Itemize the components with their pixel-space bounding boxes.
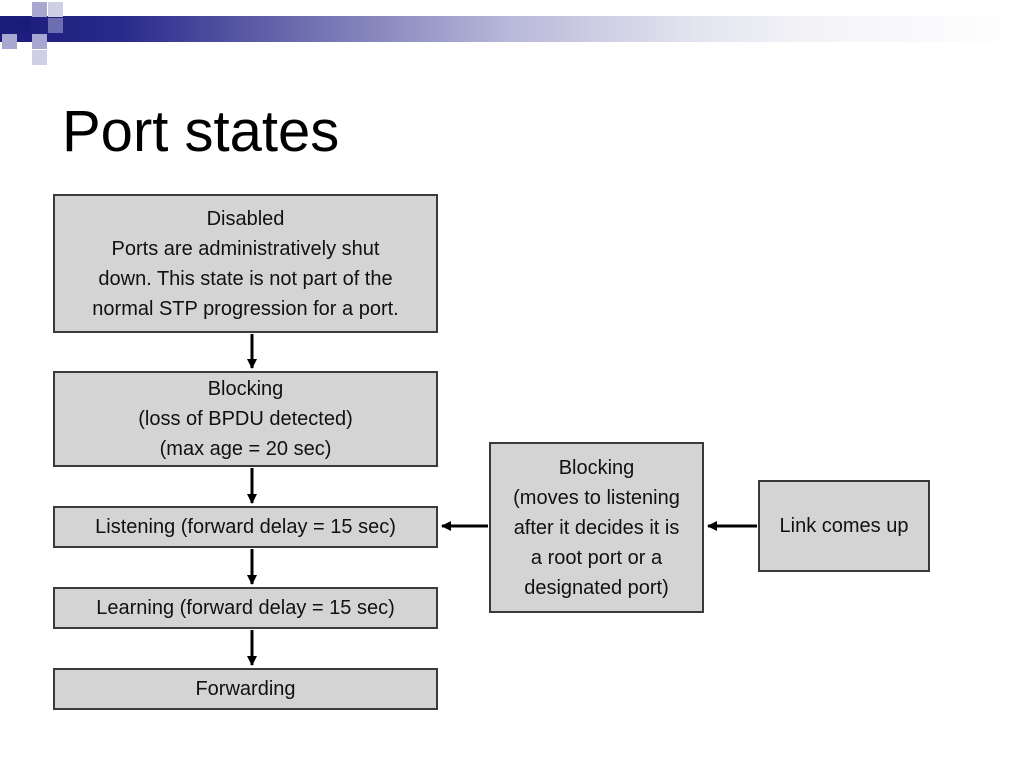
decorative-square bbox=[16, 18, 31, 33]
state-box-disabled: Disabled Ports are administratively shut… bbox=[53, 194, 438, 333]
state-name: Disabled bbox=[206, 207, 285, 230]
state-box-learning: Learning (forward delay = 15 sec) bbox=[53, 587, 438, 629]
state-description-line: (moves to listening bbox=[513, 486, 680, 509]
state-box-blocking: Blocking (loss of BPDU detected) (max ag… bbox=[53, 371, 438, 467]
state-description-line: designated port) bbox=[524, 576, 669, 599]
state-description-line: (max age = 20 sec) bbox=[159, 438, 332, 460]
decorative-square bbox=[48, 2, 63, 17]
state-box-listening: Listening (forward delay = 15 sec) bbox=[53, 506, 438, 548]
state-box-forwarding: Forwarding bbox=[53, 668, 438, 710]
event-box-link-comes-up: Link comes up bbox=[758, 480, 930, 572]
state-box-blocking-side: Blocking (moves to listening after it de… bbox=[489, 442, 704, 613]
page-title: Port states bbox=[62, 99, 340, 164]
header-gradient-band bbox=[0, 16, 1024, 42]
state-description-line: after it decides it is bbox=[513, 516, 680, 539]
state-description-line: normal STP progression for a port. bbox=[92, 297, 399, 320]
state-label: Forwarding bbox=[195, 678, 296, 700]
decorative-square bbox=[32, 50, 47, 65]
state-name: Blocking bbox=[207, 378, 284, 400]
event-label: Link comes up bbox=[779, 515, 909, 537]
state-label: Listening (forward delay = 15 sec) bbox=[95, 516, 396, 538]
state-label: Learning (forward delay = 15 sec) bbox=[96, 597, 395, 619]
state-description-line: down. This state is not part of the bbox=[98, 267, 393, 290]
decorative-square bbox=[32, 34, 47, 49]
state-description-line: Ports are administratively shut bbox=[111, 237, 380, 260]
decorative-square bbox=[32, 2, 47, 17]
decorative-square bbox=[48, 18, 63, 33]
state-description-line: (loss of BPDU detected) bbox=[138, 408, 353, 430]
state-name: Blocking bbox=[558, 456, 635, 479]
state-description-line: a root port or a bbox=[530, 546, 663, 569]
decorative-square bbox=[2, 34, 17, 49]
